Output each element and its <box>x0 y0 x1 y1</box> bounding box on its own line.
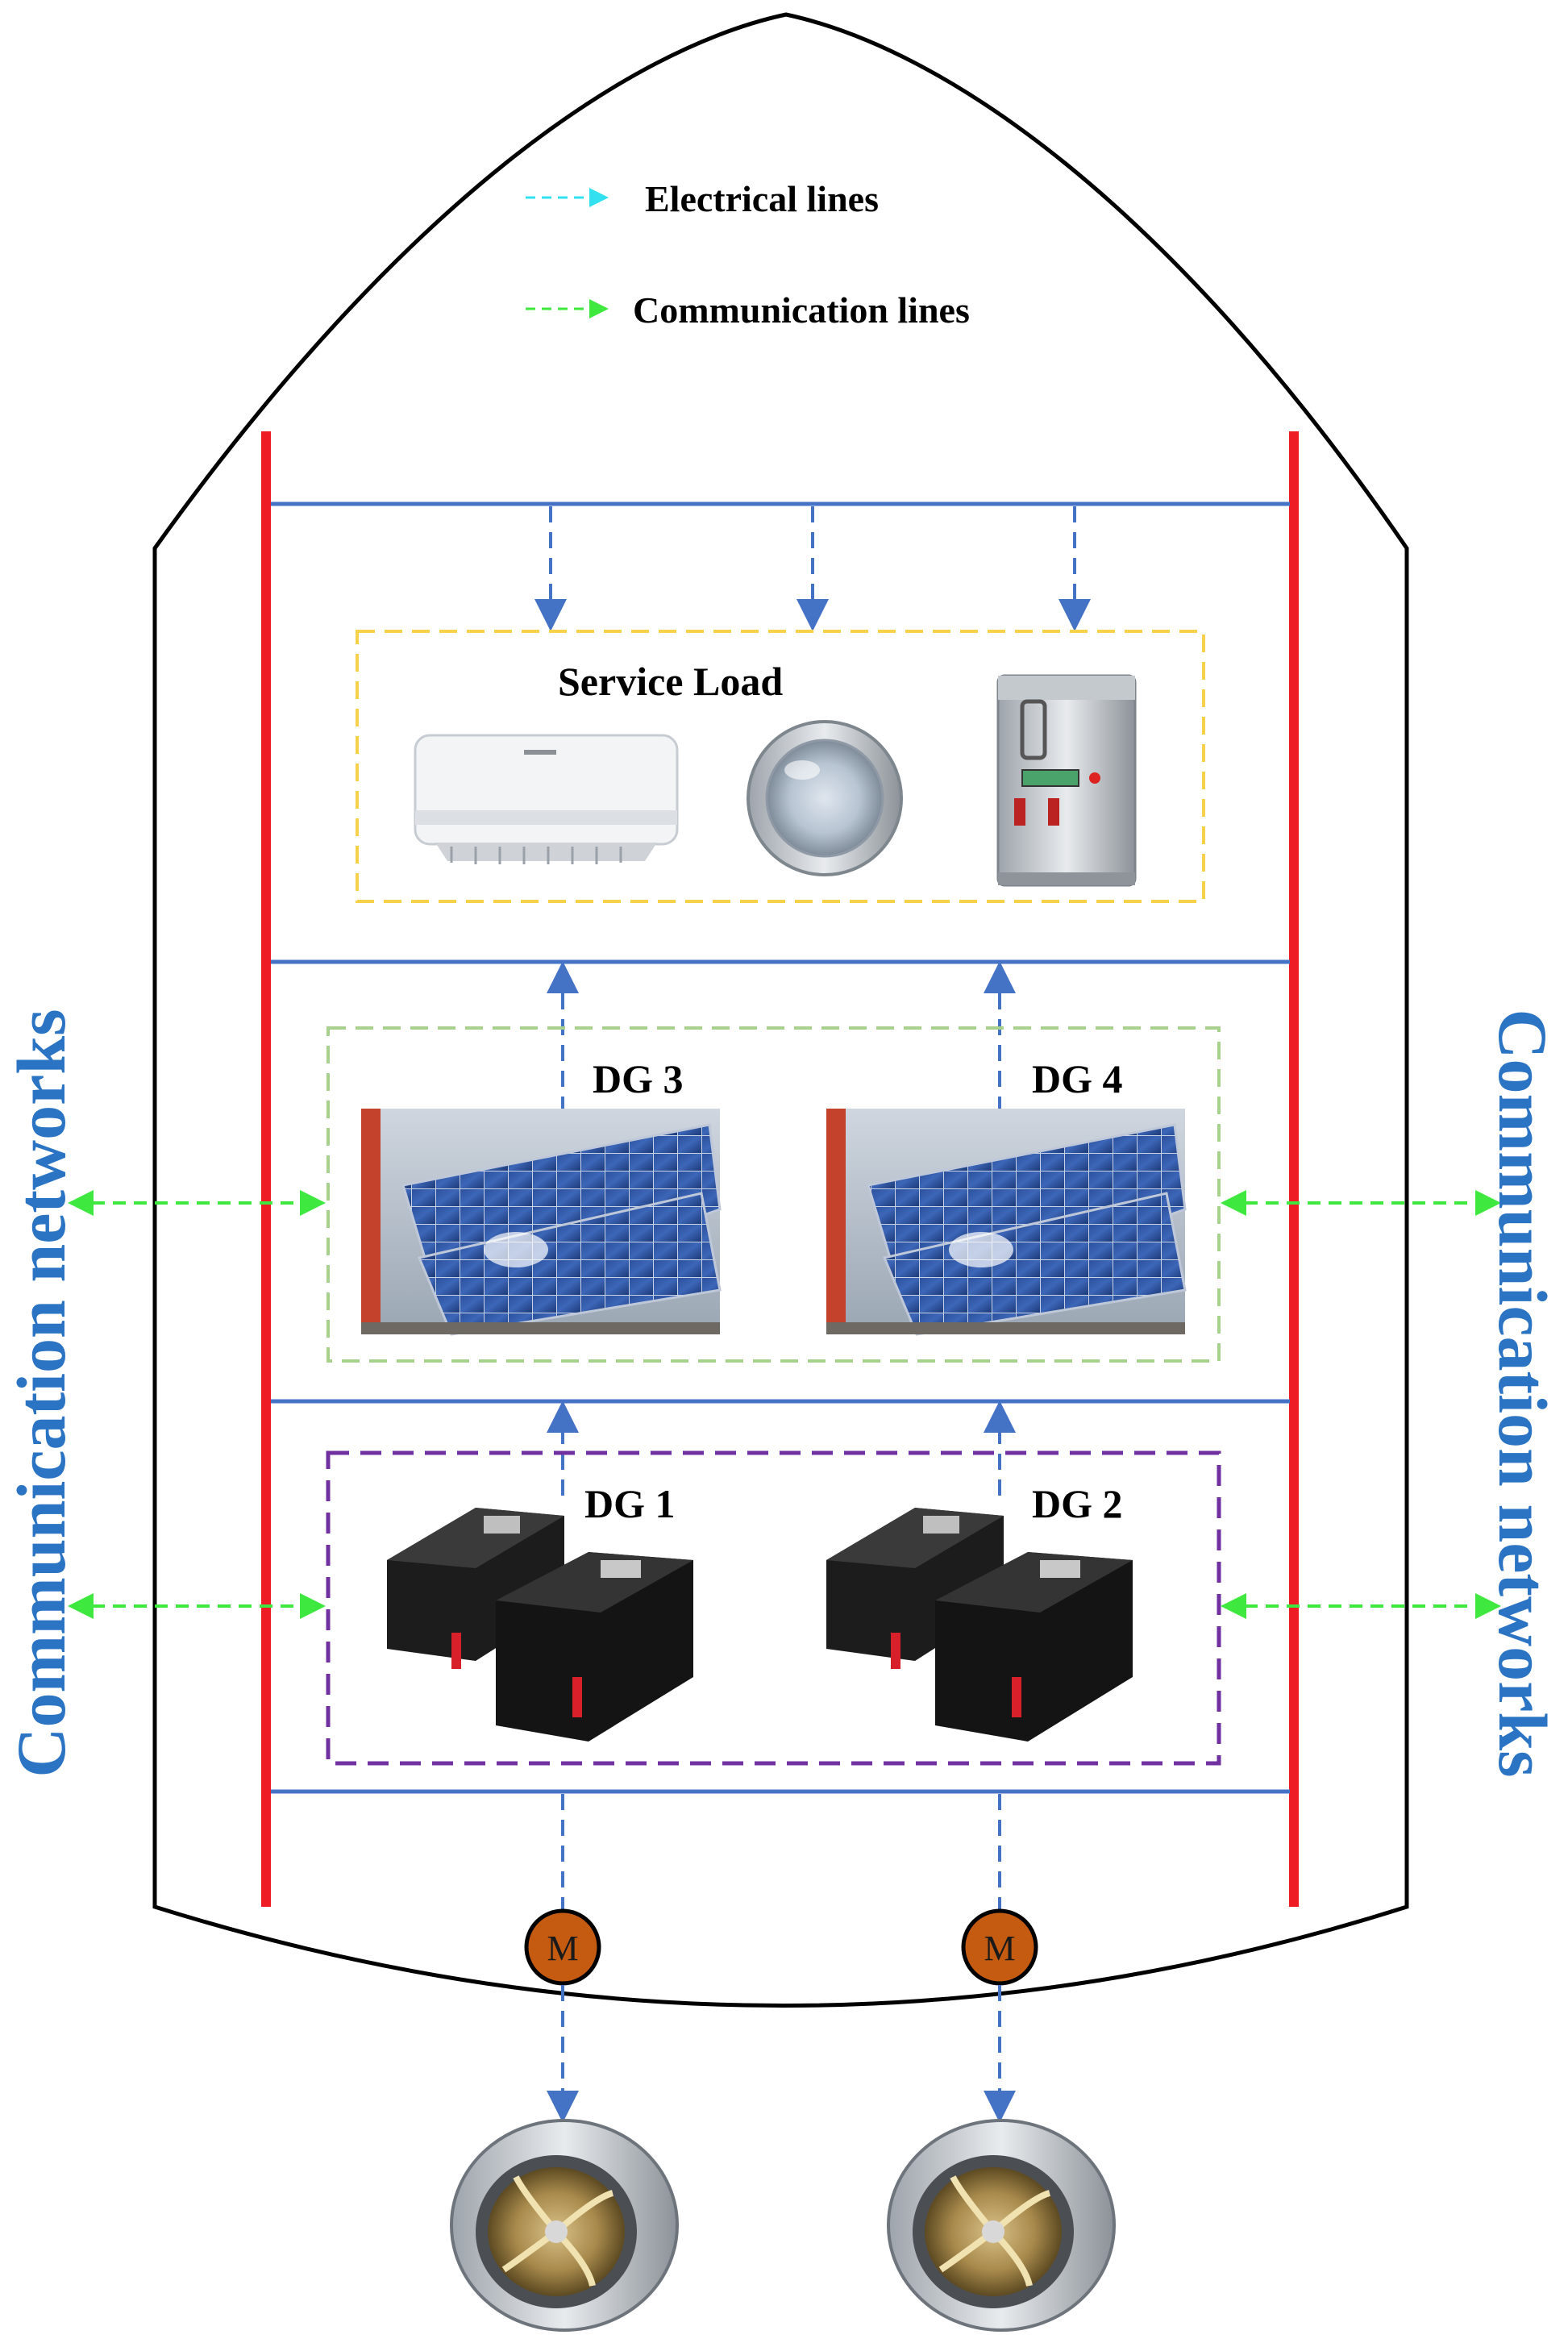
motor-1-label: M <box>547 1929 578 1968</box>
dg3-label: DG 3 <box>593 1056 684 1101</box>
motor-2-label: M <box>984 1929 1015 1968</box>
battery-box <box>326 1450 1221 1766</box>
legend: Electrical lines Communication lines <box>526 178 970 331</box>
solar-panel-dg4-icon <box>826 1109 1187 1336</box>
network-label-left: Communication networks <box>2 1009 80 1777</box>
legend-electrical-label: Electrical lines <box>645 178 879 219</box>
pv-generation-group: DG 3 DG 4 <box>326 1026 1221 1363</box>
dg2-label: DG 2 <box>1032 1481 1123 1526</box>
motor-1: M <box>524 1908 601 1986</box>
service-load-group: Service Load <box>356 630 1205 903</box>
thruster-1-icon <box>450 2119 679 2332</box>
dg1-label: DG 1 <box>584 1481 676 1526</box>
service-load-title: Service Load <box>558 659 783 704</box>
battery-dg1-icon <box>387 1508 693 1742</box>
ship-hull <box>152 12 1409 2008</box>
thruster-2-icon <box>887 2119 1116 2332</box>
legend-communication-label: Communication lines <box>633 289 970 331</box>
water-boiler-icon <box>996 674 1137 887</box>
motor-2: M <box>961 1908 1038 1986</box>
ceiling-light-icon <box>747 720 903 876</box>
network-label-right: Communication networks <box>1484 1009 1562 1777</box>
solar-panel-dg3-icon <box>361 1109 722 1336</box>
battery-storage-group: DG 1 DG 2 <box>326 1450 1221 1766</box>
service-load-box <box>356 630 1205 903</box>
battery-dg2-icon <box>826 1508 1133 1742</box>
pv-box <box>326 1026 1221 1363</box>
air-conditioner-icon <box>414 734 679 864</box>
dg4-label: DG 4 <box>1032 1056 1123 1101</box>
